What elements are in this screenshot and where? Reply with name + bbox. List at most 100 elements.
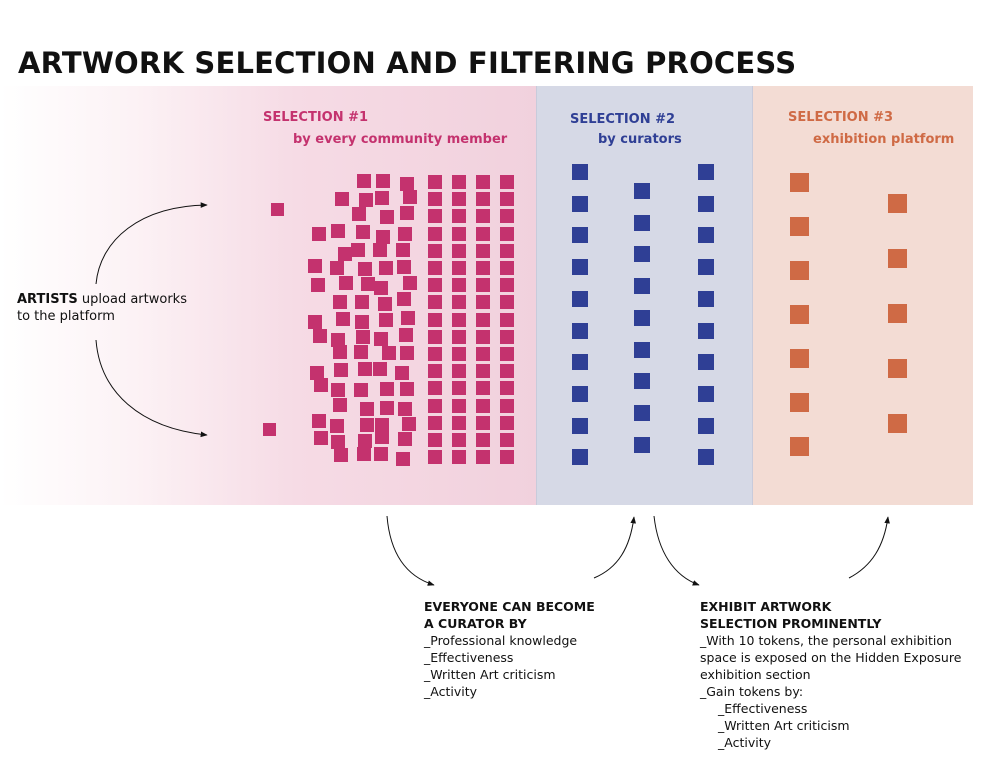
artwork-square (358, 262, 372, 276)
artwork-square (572, 196, 588, 212)
artwork-square (428, 381, 442, 395)
artwork-square (351, 243, 365, 257)
artwork-square (476, 278, 490, 292)
artwork-square (428, 416, 442, 430)
artwork-square (310, 366, 324, 380)
artwork-square (428, 399, 442, 413)
artwork-square (380, 401, 394, 415)
artists-line1: upload artworks (77, 292, 187, 307)
artwork-square (476, 416, 490, 430)
artwork-square (500, 175, 514, 189)
arrow-sel1-to-curator (386, 515, 435, 586)
artwork-square (398, 402, 412, 416)
artwork-square (403, 276, 417, 290)
artwork-square (333, 398, 347, 412)
artwork-square (790, 261, 809, 280)
artists-bold: ARTISTS (17, 292, 78, 307)
artwork-square (698, 418, 714, 434)
artwork-square (263, 423, 276, 436)
artwork-squares (263, 164, 907, 466)
artwork-square (572, 449, 588, 465)
artwork-square (698, 354, 714, 370)
artwork-square (452, 209, 466, 223)
artwork-square (452, 295, 466, 309)
artwork-square (338, 247, 352, 261)
artwork-square (335, 192, 349, 206)
exhibit-note-line: space is exposed on the Hidden Exposure (700, 650, 962, 665)
exhibit-note-line: _With 10 tokens, the personal exhibition (700, 633, 952, 648)
artwork-square (634, 278, 650, 294)
artwork-square (375, 418, 389, 432)
artwork-square (634, 405, 650, 421)
artwork-square (476, 313, 490, 327)
artwork-square (375, 191, 389, 205)
curator-note-heading-1: EVERYONE CAN BECOME (424, 599, 595, 614)
artwork-square (314, 378, 328, 392)
artwork-square (398, 432, 412, 446)
arrow-exhibit-to-sel3 (848, 516, 890, 579)
artwork-square (330, 419, 344, 433)
artwork-square (500, 313, 514, 327)
exhibit-note: EXHIBIT ARTWORK SELECTION PROMINENTLY _W… (700, 598, 961, 751)
artwork-square (400, 177, 414, 191)
artwork-square (500, 261, 514, 275)
artwork-square (452, 227, 466, 241)
artwork-square (403, 190, 417, 204)
artwork-square (500, 433, 514, 447)
curator-note: EVERYONE CAN BECOME A CURATOR BY _Profes… (424, 598, 595, 700)
artwork-square (476, 330, 490, 344)
artwork-square (271, 203, 284, 216)
artwork-square (634, 342, 650, 358)
artwork-square (428, 295, 442, 309)
artwork-square (379, 313, 393, 327)
artwork-square (572, 227, 588, 243)
artwork-square (313, 329, 327, 343)
artwork-square (400, 346, 414, 360)
artwork-square (452, 244, 466, 258)
artwork-square (790, 437, 809, 456)
artwork-square (452, 416, 466, 430)
artwork-square (476, 450, 490, 464)
artwork-square (500, 278, 514, 292)
artwork-square (401, 311, 415, 325)
artwork-square (476, 227, 490, 241)
artwork-square (634, 437, 650, 453)
artwork-square (634, 215, 650, 231)
artists-line2: to the platform (17, 309, 115, 324)
artwork-square (476, 295, 490, 309)
artwork-square (334, 448, 348, 462)
artwork-square (476, 209, 490, 223)
artwork-square (698, 196, 714, 212)
artwork-square (634, 373, 650, 389)
artwork-square (334, 363, 348, 377)
artwork-square (698, 227, 714, 243)
arrow-upload-bottom (95, 339, 208, 438)
artwork-square (312, 227, 326, 241)
curator-note-item: _Activity (424, 684, 477, 699)
artwork-square (476, 192, 490, 206)
artwork-square (572, 259, 588, 275)
artwork-square (698, 259, 714, 275)
artwork-square (331, 435, 345, 449)
curator-note-item: _Effectiveness (424, 650, 514, 665)
artwork-square (312, 414, 326, 428)
exhibit-note-subitem: _Activity (718, 735, 771, 750)
artwork-square (452, 399, 466, 413)
selection-1-label: SELECTION #1 (263, 110, 369, 125)
artwork-square (476, 244, 490, 258)
artwork-square (402, 417, 416, 431)
artwork-square (452, 192, 466, 206)
artwork-square (572, 354, 588, 370)
artwork-square (634, 183, 650, 199)
artwork-square (339, 276, 353, 290)
artwork-square (378, 297, 392, 311)
artwork-square (500, 381, 514, 395)
artwork-square (500, 399, 514, 413)
artwork-square (399, 328, 413, 342)
artwork-square (452, 330, 466, 344)
artwork-square (336, 312, 350, 326)
artwork-square (428, 209, 442, 223)
artwork-square (331, 383, 345, 397)
artwork-square (356, 225, 370, 239)
